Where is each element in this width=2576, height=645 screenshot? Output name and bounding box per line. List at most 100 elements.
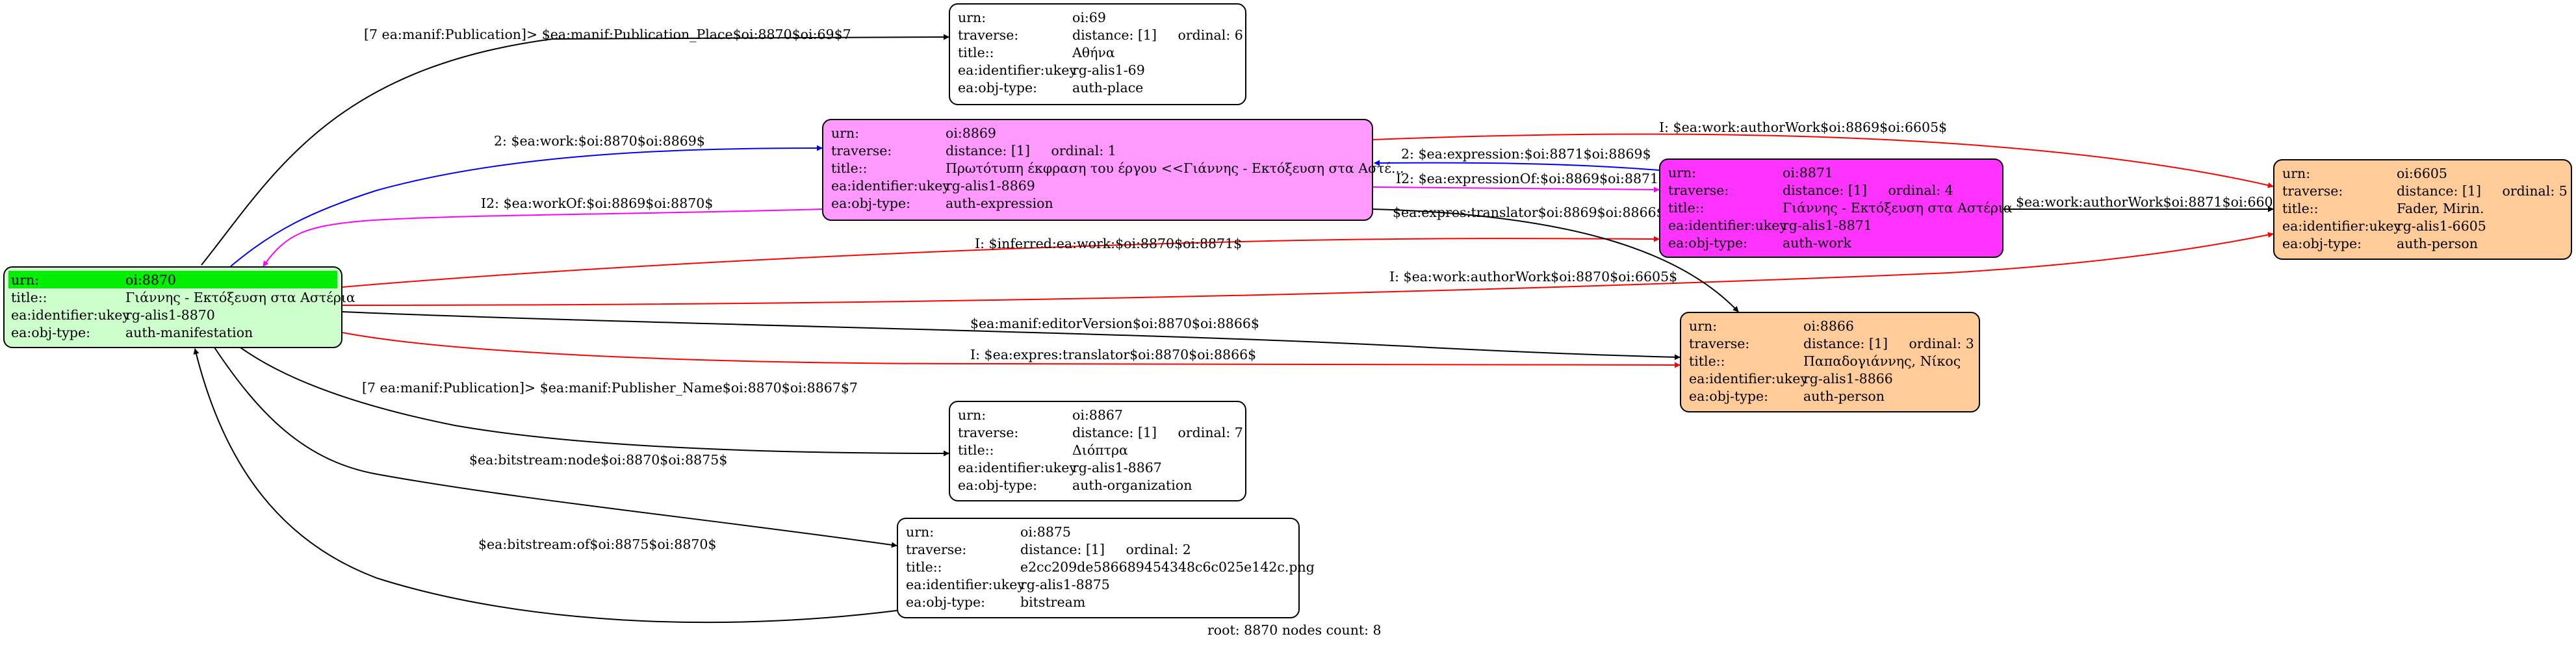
node-8869[interactable]: urn:oi:8869 traverse:distance: [1] ordin… [822, 119, 1404, 221]
node-urn-row: urn:oi:8871 [1668, 164, 1994, 182]
node-type-value: auth-manifestation [125, 325, 253, 340]
node-field-label: urn: [958, 407, 986, 423]
node-title-row: title::Fader, Mirin. [2282, 200, 2563, 218]
node-title-row: title::e2cc209de586689454348c6c025e142c.… [906, 559, 1315, 576]
edge-line [214, 347, 897, 548]
edge-expression: 2: $ea:expression:$oi:8871$oi:8869$ [1374, 146, 1660, 171]
edge-inferred-work: I: $inferred:ea:work:$oi:8870$oi:8871$ [342, 236, 1660, 288]
node-8870[interactable]: urn:oi:8870 title::Γιάννης - Εκτόξευση σ… [3, 266, 355, 348]
node-urn-value: oi:8870 [125, 272, 176, 288]
node-ukey-row: ea:identifier:ukeyrg-alis1-6605 [2282, 218, 2563, 235]
node-type-row: ea:obj-type:auth-expression [831, 195, 1364, 212]
node-traverse-row: traverse:distance: [1] ordinal: 6 [958, 27, 1243, 44]
node-title-value: e2cc209de586689454348c6c025e142c.png [1020, 559, 1315, 575]
node-field-label: title:: [958, 442, 994, 458]
edge-author-work: I: $ea:work:authorWork$oi:8870$oi:6605$ [342, 232, 2274, 306]
edge-label: 2: $ea:expression:$oi:8871$oi:8869$ [1401, 146, 1651, 162]
node-field-label: urn: [906, 524, 934, 540]
node-urn-value: oi:8869 [946, 125, 996, 141]
node-urn-row: urn: oi:8869 [831, 125, 1364, 142]
edge-line [193, 348, 897, 624]
edge-line [342, 232, 2274, 306]
edge-label: [7 ea:manif:Publication]> $ea:manif:Publ… [364, 27, 851, 42]
node-field-label: title:: [1668, 200, 1705, 216]
edge-label: [7 ea:manif:Publication]> $ea:manif:Publ… [362, 380, 858, 396]
node-field-label: title:: [831, 160, 868, 176]
node-traverse-row: traverse:distance: [1] ordinal: 5 [2282, 183, 2568, 200]
node-ukey-value: rg-alis1-8869 [946, 178, 1035, 194]
node-ukey-row: ea:identifier:ukeyrg-alis1-8875 [906, 576, 1291, 594]
node-type-value: auth-person [1803, 388, 1885, 404]
node-title-value: Γιάννης - Εκτόξευση στα Αστέρια [1783, 200, 2013, 216]
edge-label: I: $ea:work:authorWork$oi:8870$oi:6605$ [1389, 269, 1677, 285]
edge-publisher-name: [7 ea:manif:Publication]> $ea:manif:Publ… [240, 347, 949, 457]
node-field-label: title:: [958, 45, 994, 60]
edge-work-of: I2: $ea:workOf:$oi:8869$oi:8870$ [263, 196, 823, 267]
edge-line [342, 236, 1660, 288]
node-ukey-value: rg-alis1-8875 [1020, 577, 1110, 592]
node-urn-row: urn: oi:8866 [1689, 318, 1971, 335]
node-field-label: ea:obj-type: [958, 80, 1037, 95]
node-ordinal-value: ordinal: 2 [1126, 542, 1191, 557]
node-traverse-row: traverse:distance: [1] ordinal: 4 [1668, 182, 1994, 199]
edge-line [342, 311, 1681, 360]
node-field-label: traverse: [831, 143, 892, 158]
node-ordinal-value: ordinal: 1 [1051, 143, 1116, 158]
node-8867[interactable]: urn:oi:8867 traverse:distance: [1] ordin… [949, 401, 1246, 501]
edge-line [240, 347, 949, 457]
node-distance-value: distance: [1] [1020, 542, 1105, 557]
node-title-row: title::Πρωτότυπη έκφραση του έργου <<Γιά… [831, 160, 1404, 177]
node-field-label: urn: [831, 125, 860, 141]
node-traverse-row: traverse:distance: [1] ordinal: 7 [958, 424, 1243, 442]
edge-label: $ea:work:authorWork$oi:8871$oi:6605$ [2016, 194, 2290, 210]
edge-label: I: $inferred:ea:work:$oi:8870$oi:8871$ [975, 236, 1242, 251]
node-field-label: traverse: [1668, 183, 1729, 198]
node-title-value: Διόπτρα [1072, 442, 1128, 458]
edge-expression-author-work: I: $ea:work:authorWork$oi:8869$oi:6605$ [1372, 120, 2274, 188]
node-69[interactable]: urn:oi:69 traverse:distance: [1] ordinal… [949, 3, 1246, 105]
edge-line [342, 332, 1681, 368]
node-8875[interactable]: urn:oi:8875 traverse:distance: [1] ordin… [897, 518, 1315, 618]
node-8871[interactable]: urn:oi:8871 traverse:distance: [1] ordin… [1659, 158, 2013, 258]
edge-label: 2: $ea:work:$oi:8870$oi:8869$ [494, 133, 705, 149]
node-field-label: urn: [11, 272, 40, 288]
node-field-label: ea:obj-type: [11, 325, 90, 340]
node-6605[interactable]: urn:oi:6605 traverse:distance: [1] ordin… [2273, 159, 2572, 260]
node-type-row: ea:obj-type:auth-place [958, 79, 1237, 97]
node-urn-value: oi:8866 [1803, 318, 1854, 334]
node-urn-row: urn:oi:6605 [2282, 165, 2563, 183]
node-distance-value: distance: [1] [1783, 183, 1867, 198]
node-type-row: ea:obj-type:auth-work [1668, 234, 1994, 252]
node-field-label: ea:identifier:ukey [1668, 218, 1787, 233]
node-field-label: urn: [1689, 318, 1718, 334]
edge-line [1372, 133, 2274, 188]
edge-editor-version: $ea:manif:editorVersion$oi:8870$oi:8866$ [342, 311, 1681, 360]
node-distance-value: distance: [1] [1072, 27, 1157, 43]
node-title-row: title::Αθήνα [958, 44, 1237, 62]
edge-label: I2: $ea:expressionOf:$oi:8869$oi:8871$ [1396, 171, 1667, 186]
node-field-label: ea:identifier:ukey [958, 62, 1077, 78]
node-field-label: traverse: [906, 542, 967, 557]
node-8866[interactable]: urn:oi:8866 traverse:distance: [1] ordin… [1680, 312, 1980, 412]
node-urn-row: urn: oi:8870 [8, 271, 337, 288]
edge-translator: I: $ea:expres:translator$oi:8870$oi:8866… [342, 332, 1681, 368]
node-ukey-value: rg-alis1-8871 [1783, 218, 1872, 233]
node-field-label: ea:obj-type: [1689, 388, 1768, 404]
node-field-label: ea:identifier:ukey [2282, 218, 2401, 234]
node-title-value: Παπαδογιάννης, Νίκος [1803, 353, 1961, 369]
node-type-value: auth-person [2397, 236, 2478, 251]
node-type-row: ea:obj-type: auth-manifestation [11, 323, 335, 341]
node-ukey-value: rg-alis1-8866 [1803, 371, 1893, 386]
node-field-label: title:: [11, 290, 47, 305]
node-ukey-row: ea:identifier:ukeyrg-alis1-8869 [831, 177, 1364, 195]
node-ukey-value: rg-alis1-69 [1072, 62, 1145, 78]
edge-line [1374, 160, 1660, 171]
node-distance-value: distance: [1] [1803, 336, 1888, 351]
node-field-label: ea:obj-type: [906, 594, 985, 610]
edge-expression-translator: $ea:expres:translator$oi:8869$oi:8866$ [1372, 205, 1739, 312]
node-field-label: traverse: [958, 425, 1019, 440]
node-field-label: title:: [906, 559, 942, 575]
edge-label: $ea:bitstream:node$oi:8870$oi:8875$ [469, 452, 727, 468]
node-type-row: ea:obj-type:bitstream [906, 594, 1291, 611]
